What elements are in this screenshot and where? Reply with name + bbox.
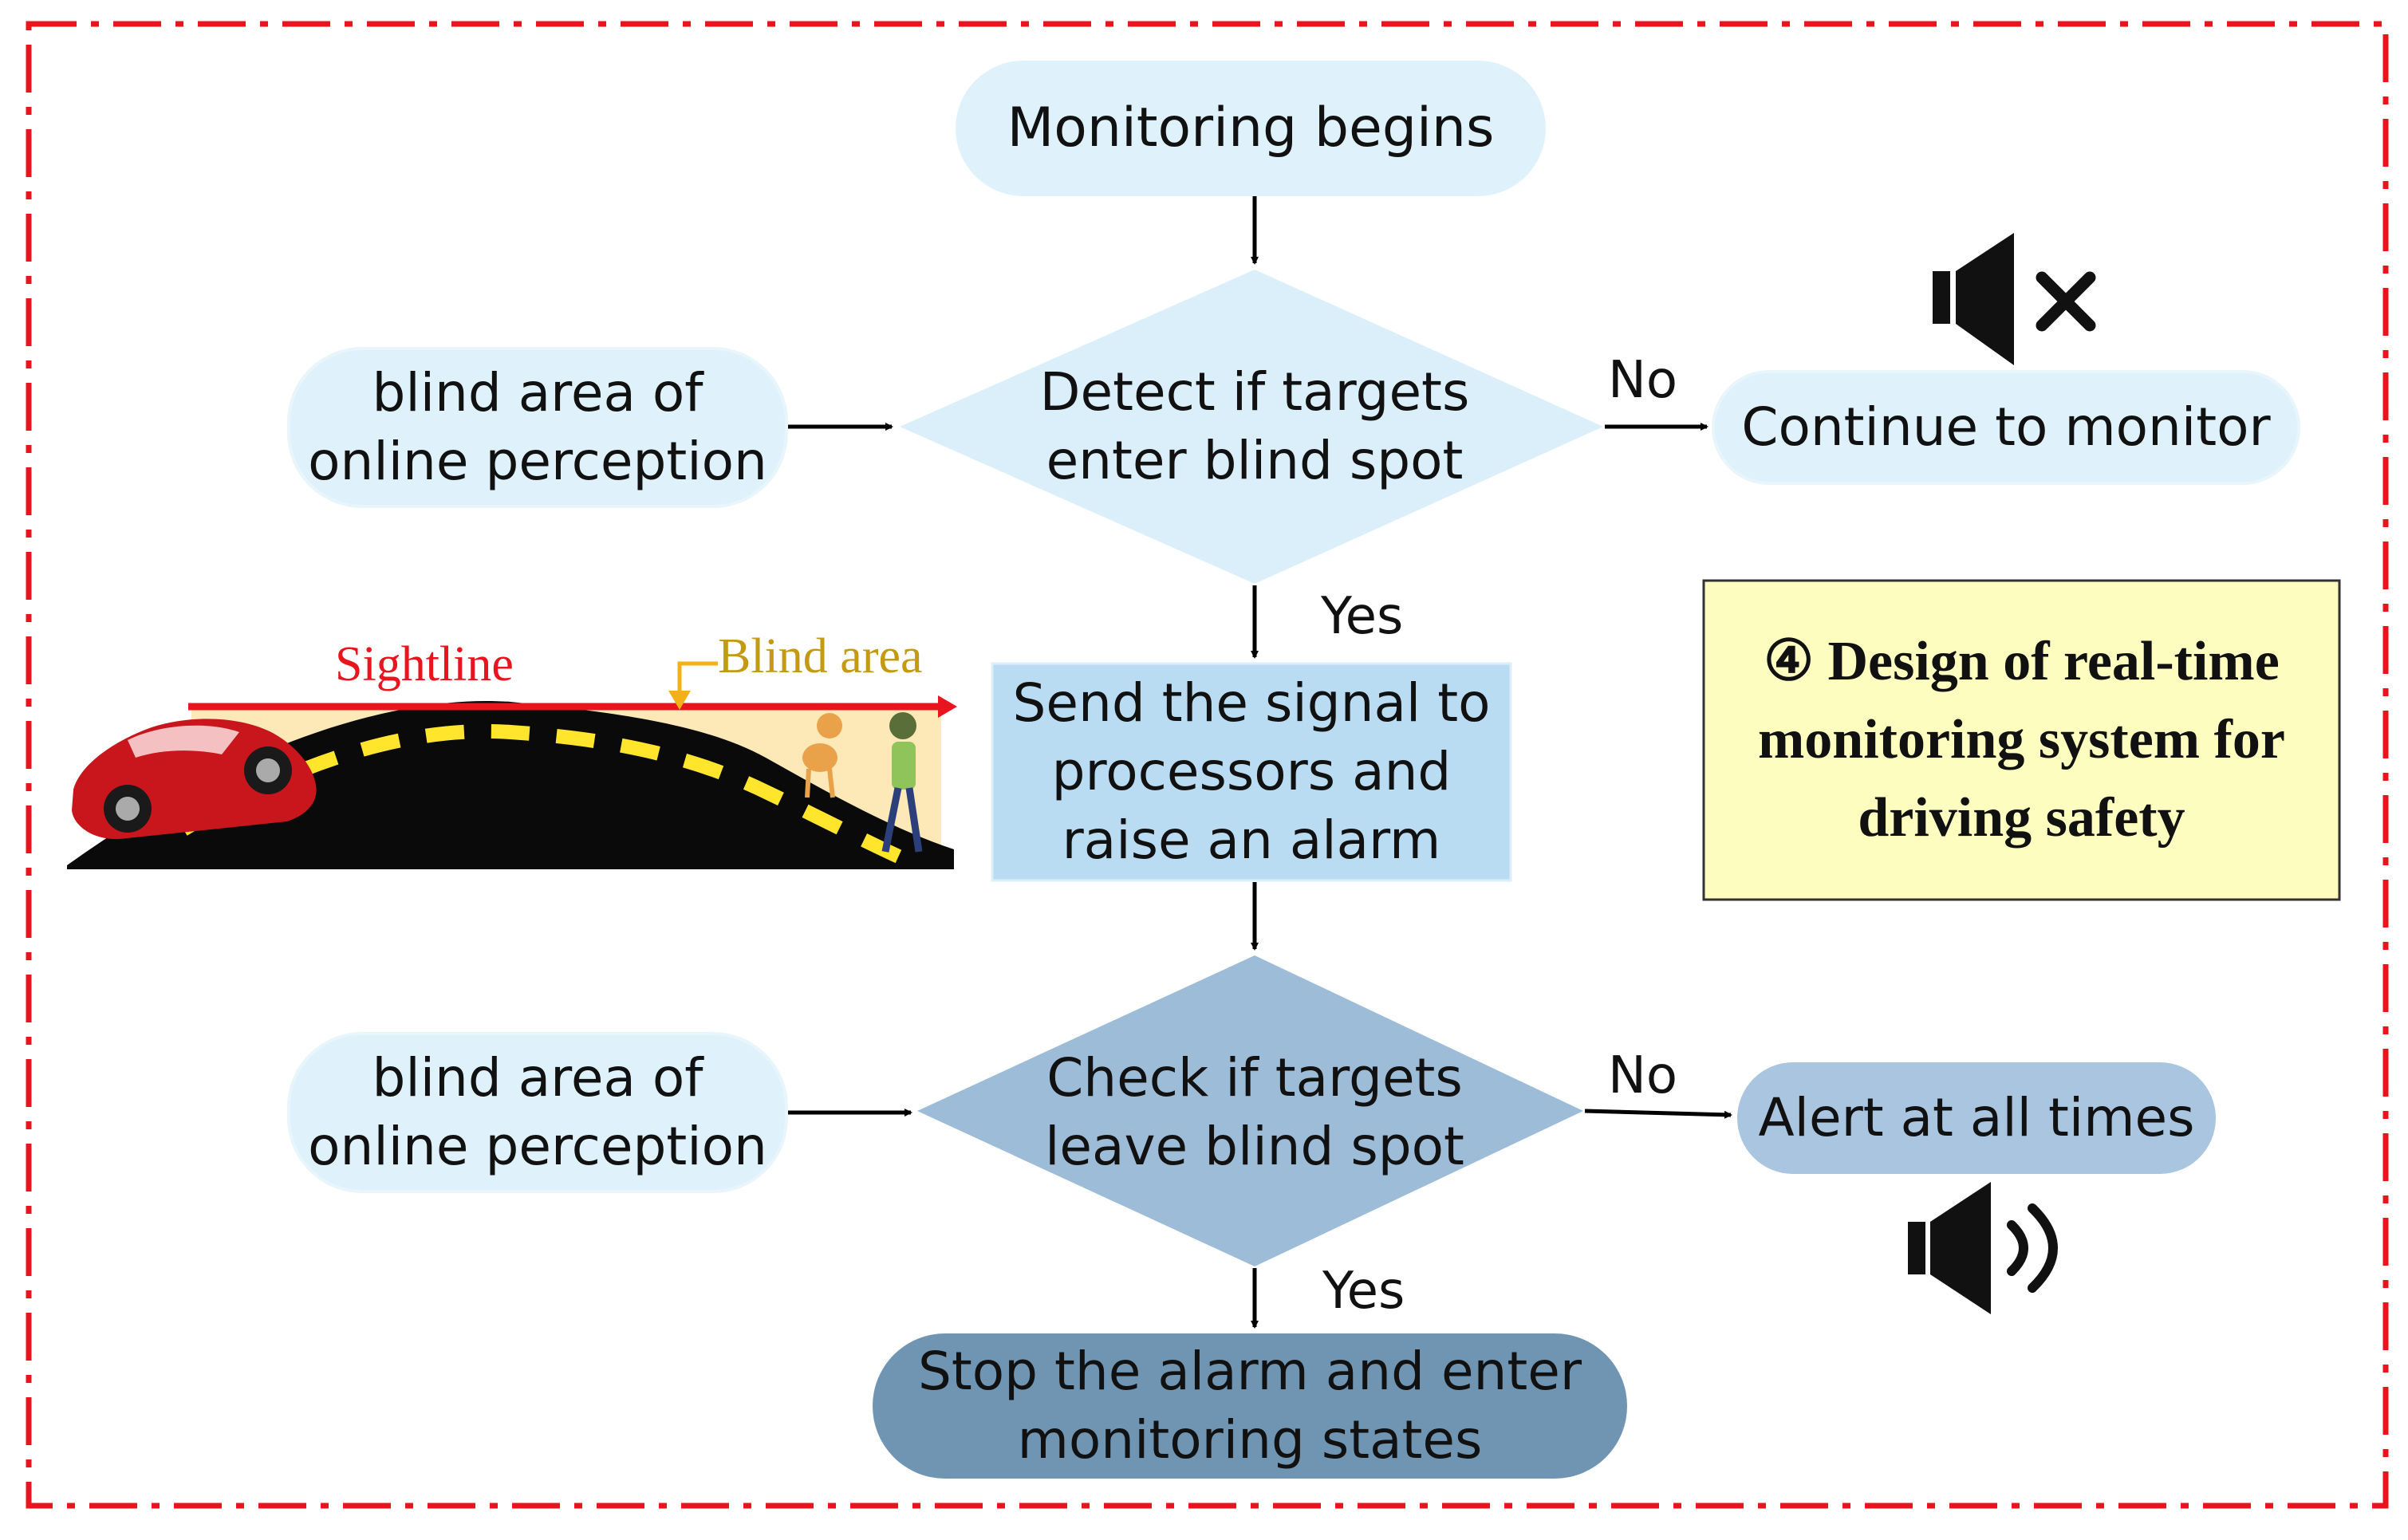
send-signal-shape xyxy=(991,662,1512,882)
yes-label-top: Yes xyxy=(1321,587,1404,646)
input-bottom-shape xyxy=(287,1032,788,1193)
decision-leave-node: Check if targets leave blind spot xyxy=(1045,1047,1464,1177)
sightline-label: Sightline xyxy=(335,637,514,691)
speaker-muted-icon xyxy=(1933,233,2096,365)
yes-label-bottom: Yes xyxy=(1322,1262,1405,1321)
title-box-shape xyxy=(1702,579,2341,901)
alert-node: Alert at all times xyxy=(1758,1087,2195,1149)
continue-node-shape xyxy=(1712,370,2300,485)
send-signal-node: Send the signal to processors and raise … xyxy=(1012,672,1491,871)
input-top-shape xyxy=(287,347,788,508)
blind-area-pointer xyxy=(677,661,718,695)
outer-frame xyxy=(26,21,2389,1509)
title-box: ④ Design of real-time monitoring system … xyxy=(1757,631,2285,849)
road-lane-markings xyxy=(179,724,912,868)
input-top-node: blind area of online perception xyxy=(308,362,767,492)
start-node: Monitoring begins xyxy=(1007,96,1495,160)
stop-node: Stop the alarm and enter monitoring stat… xyxy=(918,1341,1582,1471)
road-shape xyxy=(67,700,954,869)
no-label-bottom: No xyxy=(1608,1046,1678,1105)
decision-leave-shape xyxy=(917,955,1583,1266)
input-bottom-node: blind area of online perception xyxy=(308,1047,767,1177)
alert-node-shape xyxy=(1737,1062,2216,1174)
arrow-check-to-alert xyxy=(1584,1109,1732,1119)
speaker-sound-icon xyxy=(1908,1182,2058,1314)
decision-enter-node: Detect if targets enter blind spot xyxy=(1039,361,1470,491)
decision-enter-shape xyxy=(900,270,1603,584)
continue-node: Continue to monitor xyxy=(1741,396,2271,459)
dog-icon xyxy=(802,713,842,798)
start-node-shape xyxy=(956,61,1546,196)
blind-area-label: Blind area xyxy=(718,629,923,683)
road-illustration xyxy=(67,661,957,869)
pedestrian-icon xyxy=(881,712,923,853)
stop-node-shape xyxy=(873,1333,1627,1479)
no-label-top: No xyxy=(1608,351,1678,410)
red-car-icon xyxy=(72,719,317,840)
